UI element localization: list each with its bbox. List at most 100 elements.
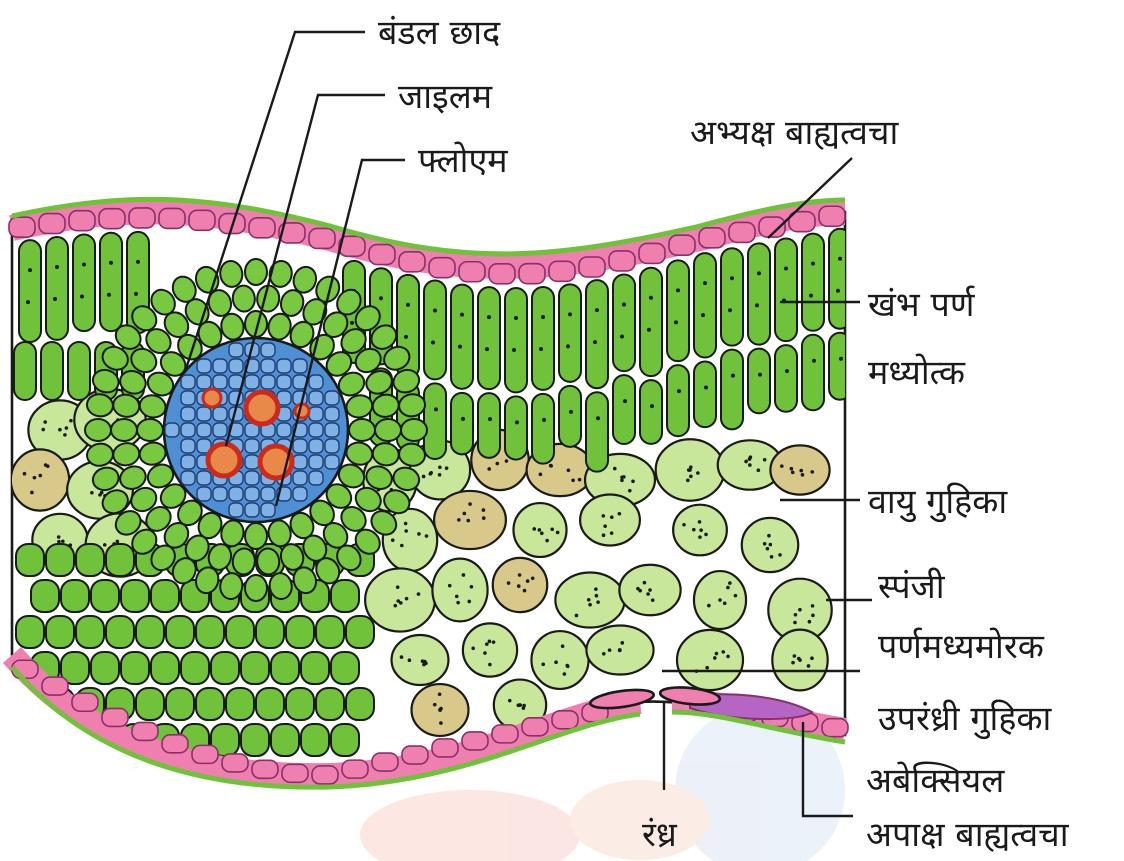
upper-epidermis-cell: [189, 210, 215, 230]
lower-epidermis-cell: [222, 754, 248, 772]
chloroplast-dot: [731, 374, 735, 378]
vascular-cell: [261, 359, 275, 373]
chloroplast-dot: [488, 640, 492, 644]
mesophyll-cell: [91, 652, 119, 684]
chloroplast-dot: [647, 328, 651, 332]
mesophyll-cell: [256, 688, 284, 720]
vascular-cell: [261, 503, 275, 517]
spongy-cell: [11, 449, 69, 510]
chloroplast-dot: [438, 708, 442, 712]
mesophyll-cell: [16, 544, 44, 576]
chloroplast-dot: [713, 656, 717, 660]
vascular-cell: [181, 439, 195, 453]
watermark-petal-left: [360, 790, 580, 861]
chloroplast-dot: [677, 389, 681, 393]
chloroplast-dot: [757, 468, 761, 472]
vascular-cell: [277, 423, 291, 437]
palisade-cell: [559, 284, 581, 381]
label-spongy-line2: पर्णमध्यमोरक: [878, 627, 1045, 667]
palisade-cell: [748, 243, 770, 344]
watermark-petal-right: [570, 780, 710, 860]
palisade-cell: [532, 287, 554, 390]
vascular-cell: [165, 423, 179, 437]
chloroplast-dot: [791, 471, 795, 475]
label-adaxial-epidermis: अभ्यक्ष बाह्यत्वचा: [690, 113, 900, 153]
chloroplast-dot: [422, 475, 426, 479]
chloroplast-dot: [433, 308, 437, 312]
upper-epidermis-cell: [549, 261, 575, 281]
vascular-cell: [213, 423, 227, 437]
palisade-cell: [721, 248, 743, 345]
upper-epidermis-cell: [69, 211, 95, 231]
vascular-cell: [229, 487, 243, 501]
lower-epidermis-cell: [192, 745, 218, 763]
chloroplast-dot: [445, 466, 449, 470]
spongy-cell: [531, 631, 588, 689]
chloroplast-dot: [649, 296, 653, 300]
chloroplast-dot: [734, 594, 738, 598]
upper-epidermis-cell: [729, 222, 755, 242]
upper-epidermis-cell: [429, 258, 455, 278]
chloroplast-dot: [541, 315, 545, 319]
chloroplast-dot: [540, 531, 544, 535]
lower-epidermis-cell: [252, 760, 278, 778]
label-substomatal-cavity: उपरंध्री गुहिका: [878, 699, 1052, 740]
spongy-cell: [580, 495, 640, 546]
palisade-cell: [532, 394, 554, 464]
palisade-cell: [451, 393, 473, 455]
palisade-cell: [829, 229, 851, 329]
chloroplast-dot: [28, 268, 32, 272]
chloroplast-dot: [696, 471, 700, 475]
mesophyll-cell: [331, 652, 359, 684]
vascular-cell: [181, 407, 195, 421]
chloroplast-dot: [554, 660, 558, 664]
chloroplast-dot: [811, 614, 815, 618]
chloroplast-dot: [136, 260, 140, 264]
chloroplast-dot: [80, 294, 84, 298]
chloroplast-dot: [721, 650, 725, 654]
xylem-vessel: [203, 389, 221, 407]
chloroplast-dot: [620, 641, 624, 645]
chloroplast-dot: [595, 594, 599, 598]
lower-epidermis-cell: [822, 719, 848, 737]
vascular-cell: [293, 487, 307, 501]
vascular-cell: [229, 343, 243, 357]
chloroplast-dot: [485, 642, 489, 646]
chloroplast-dot: [53, 297, 57, 301]
mesophyll-cell: [241, 652, 269, 684]
chloroplast-dot: [676, 288, 680, 292]
lower-epidermis-cell: [432, 739, 458, 757]
palisade-cell: [640, 268, 662, 376]
palisade-cell: [68, 342, 90, 400]
chloroplast-dot: [623, 399, 627, 403]
chloroplast-dot: [538, 528, 542, 532]
chloroplast-dot: [790, 467, 794, 471]
chloroplast-dot: [602, 652, 606, 656]
chloroplast-dot: [507, 581, 511, 585]
palisade-cell: [613, 274, 635, 371]
chloroplast-dot: [30, 491, 34, 495]
chloroplast-dot: [692, 528, 696, 532]
upper-epidermis-cell: [669, 235, 695, 255]
chloroplast-dot: [618, 648, 622, 652]
spongy-cell: [392, 635, 449, 685]
mesophyll-cell: [286, 616, 314, 648]
chloroplast-dot: [404, 529, 408, 533]
chloroplast-dot: [707, 604, 711, 608]
vascular-cell: [309, 391, 323, 405]
vascular-cell: [213, 359, 227, 373]
chloroplast-dot: [107, 293, 111, 297]
palisade-cell: [478, 393, 500, 458]
mesophyll-cell: [211, 652, 239, 684]
chloroplast-dot: [646, 592, 650, 596]
chloroplast-dot: [766, 547, 770, 551]
chloroplast-dot: [63, 433, 67, 437]
chloroplast-dot: [518, 573, 522, 577]
chloroplast-dot: [596, 416, 600, 420]
mesophyll-cell: [31, 580, 59, 612]
palisade-cell: [505, 288, 527, 392]
chloroplast-dot: [103, 543, 107, 547]
chloroplast-dot: [406, 303, 410, 307]
chloroplast-dot: [569, 410, 573, 414]
chloroplast-dot: [90, 491, 94, 495]
